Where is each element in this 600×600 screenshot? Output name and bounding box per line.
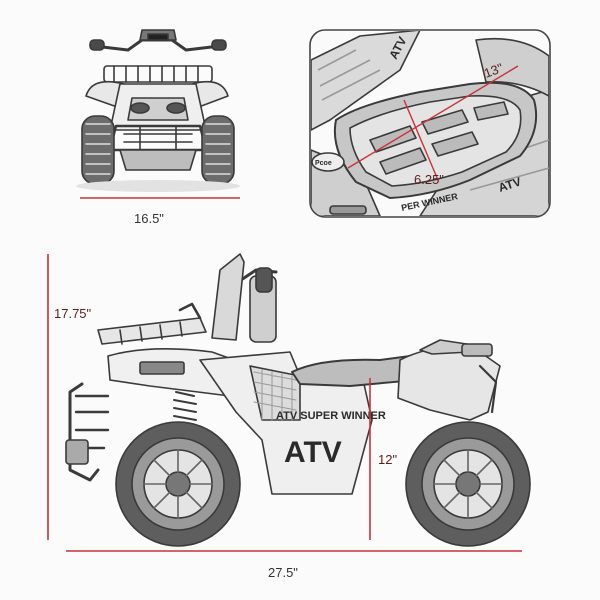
atv-side-view [65, 253, 531, 547]
seat-width-label: 6.25" [414, 172, 444, 187]
seat-width-line [403, 99, 439, 181]
seat-right-decal: ATV [497, 174, 523, 194]
seat-detail-inset: PER WINNER ATV ATV Pcoe 13" 6.25" [309, 29, 551, 218]
height-label: 17.75" [54, 306, 92, 321]
side-model-decal: ATV SUPER WINNER [276, 410, 386, 422]
atv-front-view [76, 29, 240, 192]
side-brand-decal: ATV [284, 436, 342, 469]
knob-decal: Pcoe [315, 160, 332, 167]
seat-length-label: 13" [482, 60, 505, 81]
seat-height-label: 12" [378, 452, 397, 467]
seat-length-line [347, 65, 519, 169]
front-width-label: 16.5" [134, 211, 164, 226]
length-label: 27.5" [268, 565, 298, 580]
